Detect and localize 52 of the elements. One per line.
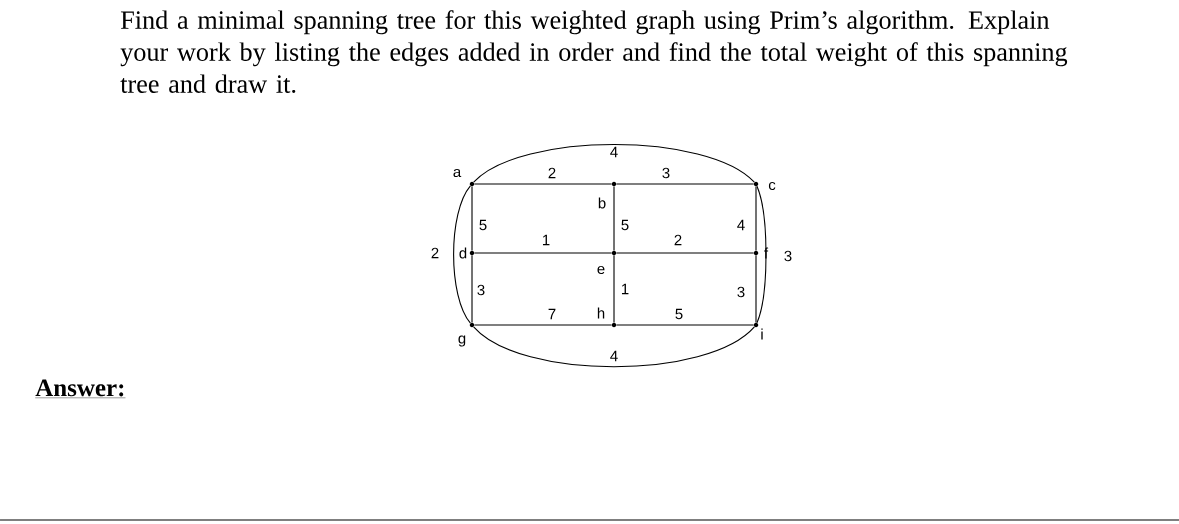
edge-line [473, 326, 755, 368]
question-text: Find a minimal spanning tree for this weighted graph using Prim’s algorithm. Explain your work by listing the edges added in order and find the total weight of this spanning tree and draw it. [120, 10, 1068, 93]
edge-line [755, 185, 757, 252]
edge-weight: 7 [548, 308, 556, 320]
edge-weight: 3 [477, 284, 485, 296]
edge-weight: 1 [543, 234, 550, 246]
node-label: c [768, 181, 776, 191]
edge-weight: 5 [621, 219, 629, 231]
vertex: b [598, 181, 617, 209]
edge-weight: 4 [610, 350, 618, 362]
edge-line [473, 252, 613, 254]
edge-weight: 2 [431, 247, 439, 259]
edge-line [615, 324, 755, 326]
node-label: g [458, 335, 466, 347]
edge-weight: 5 [479, 219, 487, 231]
node-label: i [761, 328, 763, 340]
edge-line [473, 183, 613, 185]
vertex: e [597, 250, 617, 275]
edge-weight: 2 [674, 234, 682, 246]
edge-line [755, 254, 757, 324]
edge-line [473, 324, 613, 326]
edge-weight: 3 [737, 286, 745, 298]
edge-line [615, 183, 755, 185]
edge-line [613, 185, 615, 252]
vertex: h [597, 307, 617, 328]
edge-line [453, 185, 471, 324]
node-label: f [764, 247, 769, 259]
edge-line [613, 254, 615, 324]
node-label: a [453, 168, 462, 178]
vertex: c [753, 181, 776, 191]
edge-weight: 3 [662, 167, 670, 179]
edge-line [756, 185, 767, 324]
vertex: i [753, 322, 763, 340]
edge-weight: 3 [784, 250, 792, 262]
edge-line [471, 254, 473, 324]
vertex: d [459, 247, 475, 259]
edge-weight: 5 [675, 308, 683, 320]
edge-line [473, 144, 755, 183]
edge-weight: 4 [737, 219, 745, 231]
edge-weight: 1 [622, 283, 629, 295]
edge-line [471, 185, 473, 252]
node-label: b [598, 197, 606, 209]
edge-weight: 2 [548, 167, 556, 179]
vertex: a [453, 168, 475, 187]
node-label: e [597, 265, 605, 275]
node-label: h [597, 307, 605, 319]
edge-line [615, 252, 755, 254]
answer-label: Answer: [35, 379, 126, 398]
node-label: d [459, 247, 467, 259]
vertex: f [753, 247, 769, 259]
vertex: g [458, 322, 475, 347]
edge-weight: 4 [610, 146, 618, 158]
